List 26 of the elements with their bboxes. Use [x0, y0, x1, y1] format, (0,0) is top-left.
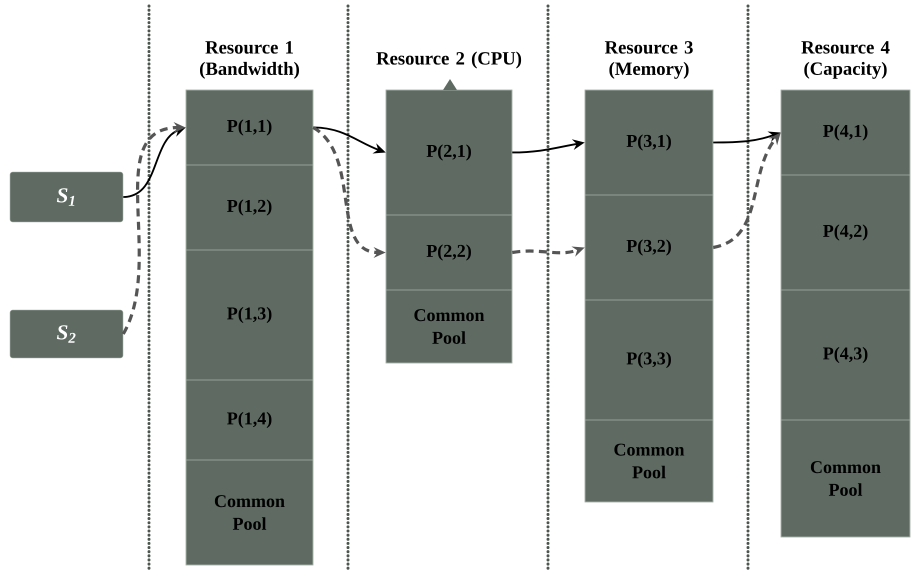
partition-box: P(4,3) — [780, 290, 910, 420]
resource-column — [376, 52, 522, 364]
resource-column — [780, 41, 910, 538]
partition-box: Common Pool — [780, 420, 910, 538]
partition-box: P(2,1) — [386, 90, 512, 216]
resource-column — [186, 41, 314, 566]
column-heading: Resource 4 (Capacity) — [801, 41, 890, 79]
column-heading: Resource 1 (Bandwidth) — [200, 41, 299, 79]
partition-box: P(3,3) — [584, 300, 714, 420]
partition-box: P(3,2) — [584, 194, 714, 300]
partition-box: P(1,3) — [186, 250, 314, 380]
partition-box: P(1,1) — [186, 90, 314, 166]
resource-column — [584, 41, 714, 502]
partition-box: Common Pool — [386, 290, 512, 364]
source-box: S$_{2}$ — [10, 310, 124, 358]
partition-box: Common Pool — [186, 460, 314, 566]
column-heading: Resource 2 (CPU) — [376, 52, 522, 68]
column-heading: Resource 3 (Memory) — [604, 41, 693, 79]
partition-box: P(4,2) — [780, 174, 910, 290]
source-box: S$_{1}$ — [10, 172, 124, 222]
partition-box: P(3,1) — [584, 90, 714, 196]
partition-box: Common Pool — [584, 420, 714, 502]
partition-box: P(2,2) — [386, 214, 512, 290]
partition-box: P(1,4) — [186, 380, 314, 460]
partition-box: P(1,2) — [186, 164, 314, 250]
partition-box: P(4,1) — [780, 90, 910, 176]
